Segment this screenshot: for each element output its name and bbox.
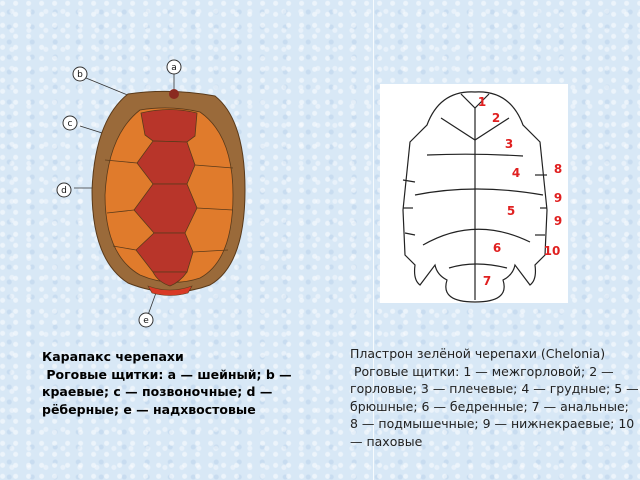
label-b: b [77,70,83,80]
carapace-caption: Карапакс черепахи Роговые щитки: a — шей… [42,348,292,418]
plastron-caption-title: Пластрон зелёной черепахи (Chelonia) [350,346,606,361]
plastron-label-4: 4 [512,166,520,180]
label-c: c [68,119,73,129]
label-e: e [143,316,149,326]
plastron-label-6: 6 [493,241,501,255]
plastron-caption: Пластрон зелёной черепахи (Chelonia) Рог… [350,345,640,450]
plastron-caption-text: Роговые щитки: 1 — межгорловой; 2 — горл… [350,363,639,449]
plastron-label-3: 3 [505,137,513,151]
carapace-figure: a b c d e [50,50,290,330]
plastron-label-10: 10 [544,244,561,258]
plastron-label-9b: 9 [554,214,562,228]
carapace-caption-text: Роговые щитки: a — шейный; b — краевые; … [42,366,297,417]
divider-line [373,0,374,480]
carapace-caption-title: Карапакс черепахи [42,349,184,364]
plastron-label-7: 7 [483,274,491,288]
plastron-figure: 1 2 3 4 5 6 7 8 9 9 10 [380,84,568,303]
label-d: d [61,186,67,196]
plastron-label-9a: 9 [554,191,562,205]
label-a: a [171,63,177,73]
plastron-label-5: 5 [507,204,515,218]
plastron-label-2: 2 [492,111,500,125]
plastron-label-8: 8 [554,162,562,176]
plastron-label-1: 1 [478,95,486,109]
